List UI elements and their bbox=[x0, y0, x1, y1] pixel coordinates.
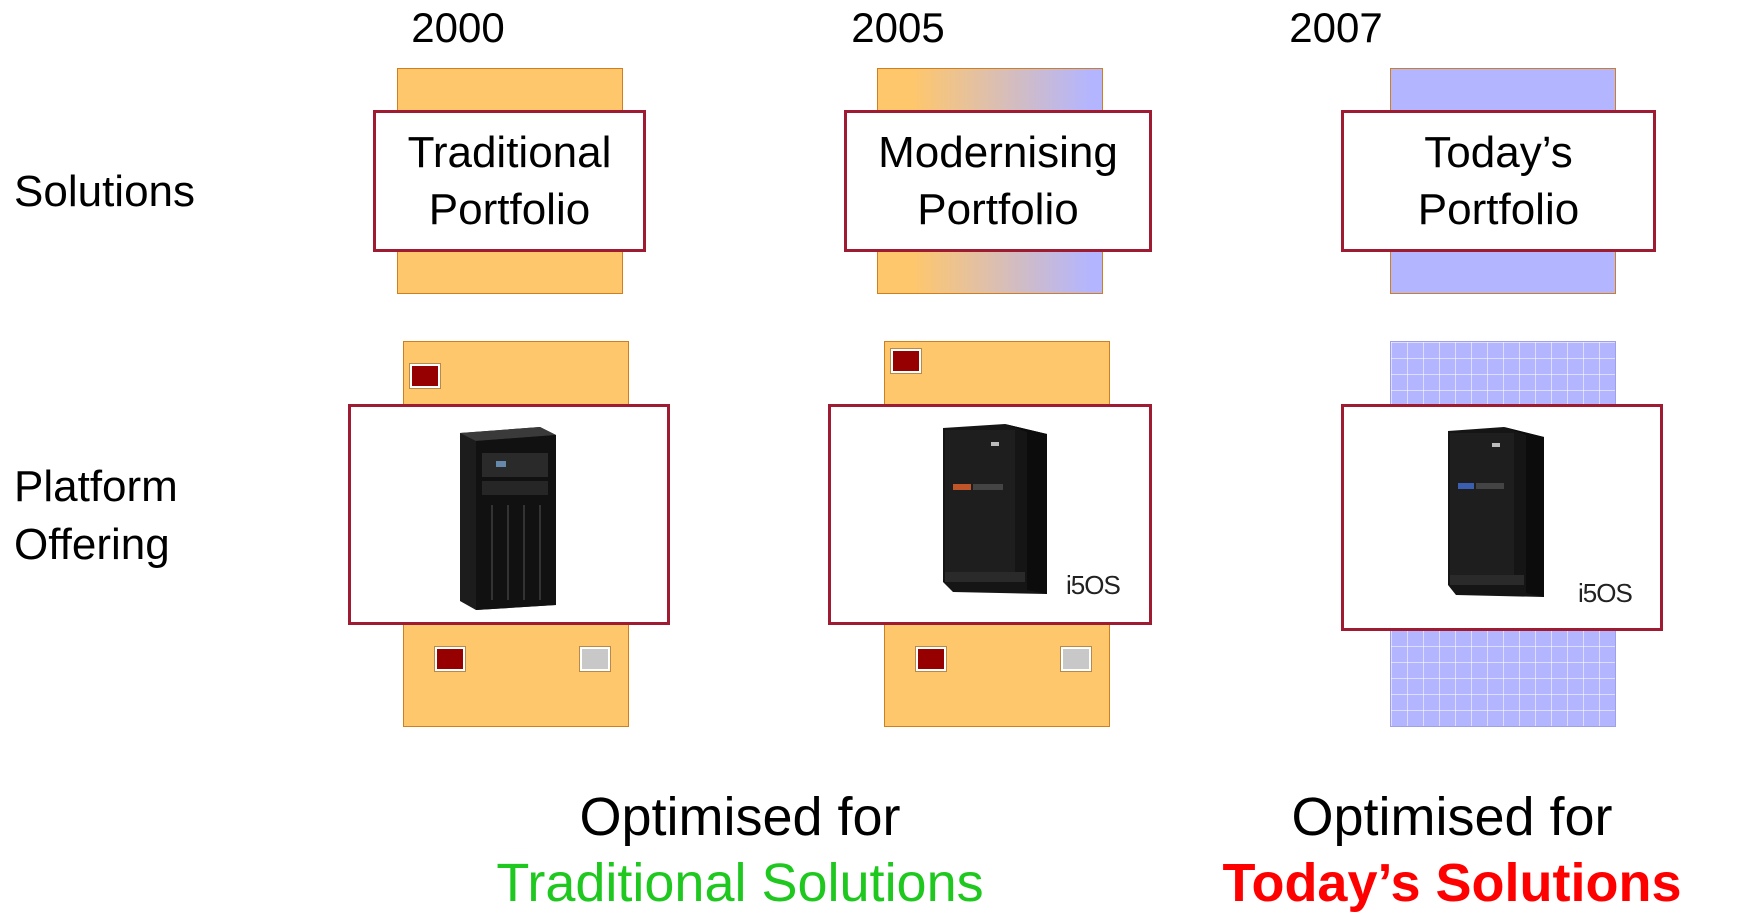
marker-red-square bbox=[409, 363, 441, 389]
footer-traditional: Optimised for Traditional Solutions bbox=[440, 784, 1040, 916]
i5os-logo: i5OS bbox=[1578, 578, 1633, 608]
row-label-solutions: Solutions bbox=[14, 167, 196, 216]
portfolio-card-line2: Portfolio bbox=[428, 185, 591, 234]
marker-red-square bbox=[434, 646, 466, 672]
footer-right-line1: Optimised for bbox=[1291, 787, 1613, 847]
portfolio-card-line1: Modernising bbox=[878, 128, 1118, 177]
portfolio-card-line1: Today’s bbox=[1424, 128, 1573, 177]
server-tower-image bbox=[943, 424, 1047, 594]
portfolio-card-todays: Today’s Portfolio bbox=[1341, 110, 1656, 252]
portfolio-card-modernising: Modernising Portfolio bbox=[844, 110, 1152, 252]
footer-today: Optimised for Today’s Solutions bbox=[1162, 784, 1742, 916]
i5os-logo: i5OS bbox=[1066, 570, 1121, 600]
server-tower-image bbox=[1448, 427, 1544, 597]
year-2007: 2007 bbox=[1289, 4, 1383, 51]
year-2005: 2005 bbox=[851, 4, 945, 51]
portfolio-card-traditional: Traditional Portfolio bbox=[373, 110, 646, 252]
year-2000: 2000 bbox=[411, 4, 505, 51]
row-label-platform-offering: Platform Offering bbox=[14, 458, 178, 574]
marker-red-square bbox=[890, 348, 922, 374]
portfolio-card-line2: Portfolio bbox=[1417, 185, 1580, 234]
server-tower-image bbox=[460, 427, 556, 610]
portfolio-card-line2: Portfolio bbox=[917, 185, 1079, 234]
footer-left-line1: Optimised for bbox=[579, 787, 901, 847]
marker-gray-square bbox=[1060, 646, 1092, 672]
marker-gray-square bbox=[579, 646, 611, 672]
row-label-platform-line2: Offering bbox=[14, 520, 170, 569]
footer-left-line2: Traditional Solutions bbox=[496, 853, 984, 913]
footer-right-line2: Today’s Solutions bbox=[1222, 853, 1682, 913]
row-label-platform-line1: Platform bbox=[14, 462, 178, 511]
marker-red-square bbox=[915, 646, 947, 672]
portfolio-card-line1: Traditional bbox=[407, 128, 612, 177]
